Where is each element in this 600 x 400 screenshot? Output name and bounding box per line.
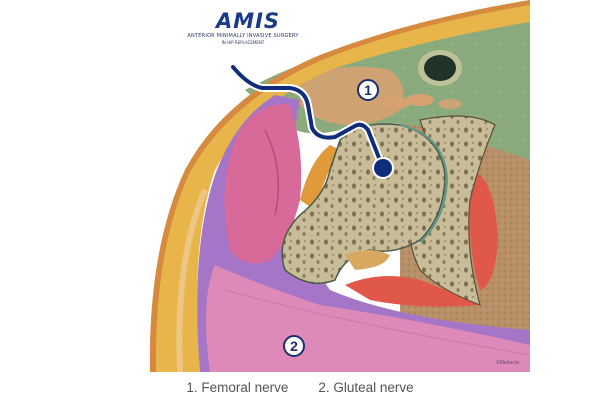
tensor-muscle — [224, 104, 302, 264]
legend-item-femoral-nerve: 1. Femoral nerve — [186, 380, 289, 395]
hip-cross-section-illustration — [149, 0, 530, 372]
figure-legend: 1. Femoral nerve 2. Gluteal nerve — [0, 380, 600, 395]
marker-femoral-nerve: 1 — [357, 79, 379, 101]
marker-number: 1 — [364, 82, 372, 98]
logo-mark: AMIS — [215, 9, 281, 33]
rectus-muscle — [300, 145, 340, 210]
red-muscle-lower — [345, 276, 480, 307]
logo-subtitle-2: IN HIP REPLACEMENT — [221, 40, 265, 45]
marker-gluteal-nerve: 2 — [283, 335, 305, 357]
amis-logo: AMIS ANTERIOR MINIMALLY INVASIVE SURGERY… — [168, 10, 318, 45]
copyright-text: ©Medacta — [496, 360, 519, 366]
logo-subtitle: ANTERIOR MINIMALLY INVASIVE SURGERY — [187, 33, 299, 39]
subcutaneous-fat — [149, 0, 530, 372]
legend-item-gluteal-nerve: 2. Gluteal nerve — [318, 380, 414, 395]
marker-number: 2 — [290, 338, 298, 354]
ligament — [345, 250, 390, 270]
iliopsoas-muscle — [300, 66, 404, 125]
red-muscle-upper — [468, 170, 498, 290]
